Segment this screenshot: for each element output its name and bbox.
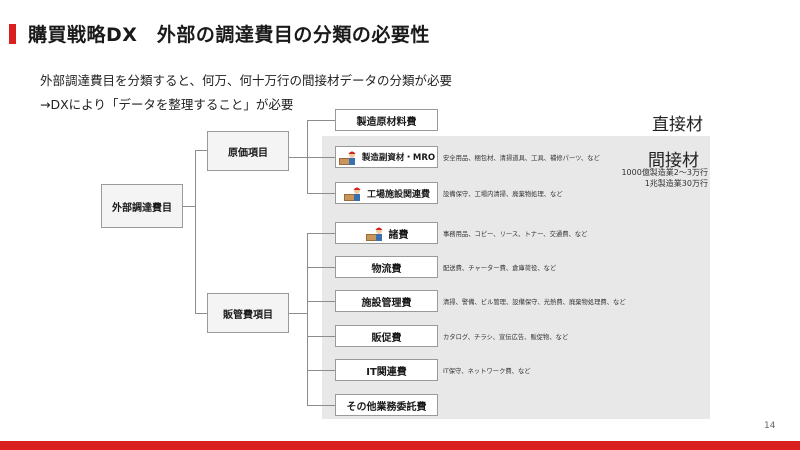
leaf-description: カタログ、チラシ、宣伝広告、販促物、など — [443, 334, 569, 341]
scale-note-line-1: 1000億製造業2～3万行 — [621, 168, 708, 177]
worker-icon — [365, 227, 382, 241]
leaf-raw-materials: 製造原材料費 — [335, 109, 438, 131]
leaf-mro: 製造副資材・MRO — [335, 146, 438, 168]
leaf-description: 設備保守、工場内清掃、廃棄物処理、など — [443, 191, 563, 198]
leaf-description: 安全用品、梱包材、清掃道具、工具、補修パーツ、など — [443, 155, 600, 162]
leaf-other-outsourcing: その他業務委託費 — [335, 394, 438, 416]
connector — [195, 150, 207, 151]
leaf-factory-facilities: 工場施設関連費 — [335, 182, 438, 204]
connector — [307, 301, 335, 302]
connector — [307, 157, 335, 158]
scale-note-line-2: 1兆製造業30万行 — [644, 179, 708, 188]
leaf-label: 工場施設関連費 — [366, 189, 430, 200]
leaf-label: 製造原材料費 — [356, 116, 417, 128]
connector — [307, 193, 335, 194]
branch-sga-node: 販管費項目 — [207, 293, 289, 333]
subtitle-line-1: 外部調達費目を分類すると、何万、何十万行の間接材データの分類が必要 — [40, 73, 453, 88]
connector — [307, 233, 335, 234]
footer-accent-bar — [0, 441, 800, 450]
connector — [289, 157, 307, 158]
page-number: 14 — [764, 421, 776, 431]
root-node-label: 外部調達費目 — [112, 202, 172, 214]
leaf-description: IT保守、ネットワーク費、など — [443, 368, 531, 375]
leaf-logistics: 物流費 — [335, 256, 438, 278]
slide-title: 購買戦略DX 外部の調達費目の分類の必要性 — [28, 24, 430, 46]
direct-materials-label: 直接材 — [652, 115, 703, 135]
leaf-description: 清掃、警備、ビル管理、設備保守、光熱費、廃棄物処理費、など — [443, 299, 626, 306]
leaf-label: 販促費 — [371, 332, 402, 344]
worker-icon — [338, 151, 356, 165]
leaf-misc-expenses: 諸費 — [335, 222, 438, 244]
leaf-label: 諸費 — [388, 229, 409, 241]
connector — [307, 370, 335, 371]
branch-cost-label: 原価項目 — [228, 147, 268, 159]
leaf-label: 製造副資材・MRO — [361, 153, 436, 163]
leaf-label: IT関連費 — [366, 366, 407, 378]
leaf-description: 配送費、チャーター費、倉庫荷役、など — [443, 265, 557, 272]
root-node: 外部調達費目 — [101, 184, 183, 228]
connector — [307, 405, 335, 406]
subtitle-line-2: →DXにより「データを整理すること」が必要 — [40, 97, 294, 112]
branch-sga-label: 販管費項目 — [223, 309, 273, 321]
leaf-label: その他業務委託費 — [346, 401, 427, 413]
connector — [307, 233, 308, 405]
leaf-description: 事務用品、コピー、リース、トナー、交通費、など — [443, 231, 588, 238]
connector — [195, 150, 196, 313]
connector — [307, 267, 335, 268]
connector — [307, 120, 335, 121]
connector — [183, 206, 195, 207]
leaf-facility-management: 施設管理費 — [335, 290, 438, 312]
leaf-label: 物流費 — [371, 263, 402, 275]
connector — [289, 313, 307, 314]
connector — [195, 313, 207, 314]
title-accent-bar — [9, 24, 16, 44]
connector — [307, 120, 308, 193]
leaf-label: 施設管理費 — [361, 297, 412, 309]
branch-cost-node: 原価項目 — [207, 131, 289, 171]
worker-icon — [343, 187, 361, 201]
leaf-it-related: IT関連費 — [335, 359, 438, 381]
connector — [307, 336, 335, 337]
leaf-sales-promotion: 販促費 — [335, 325, 438, 347]
indirect-materials-label: 間接材 — [648, 151, 699, 171]
